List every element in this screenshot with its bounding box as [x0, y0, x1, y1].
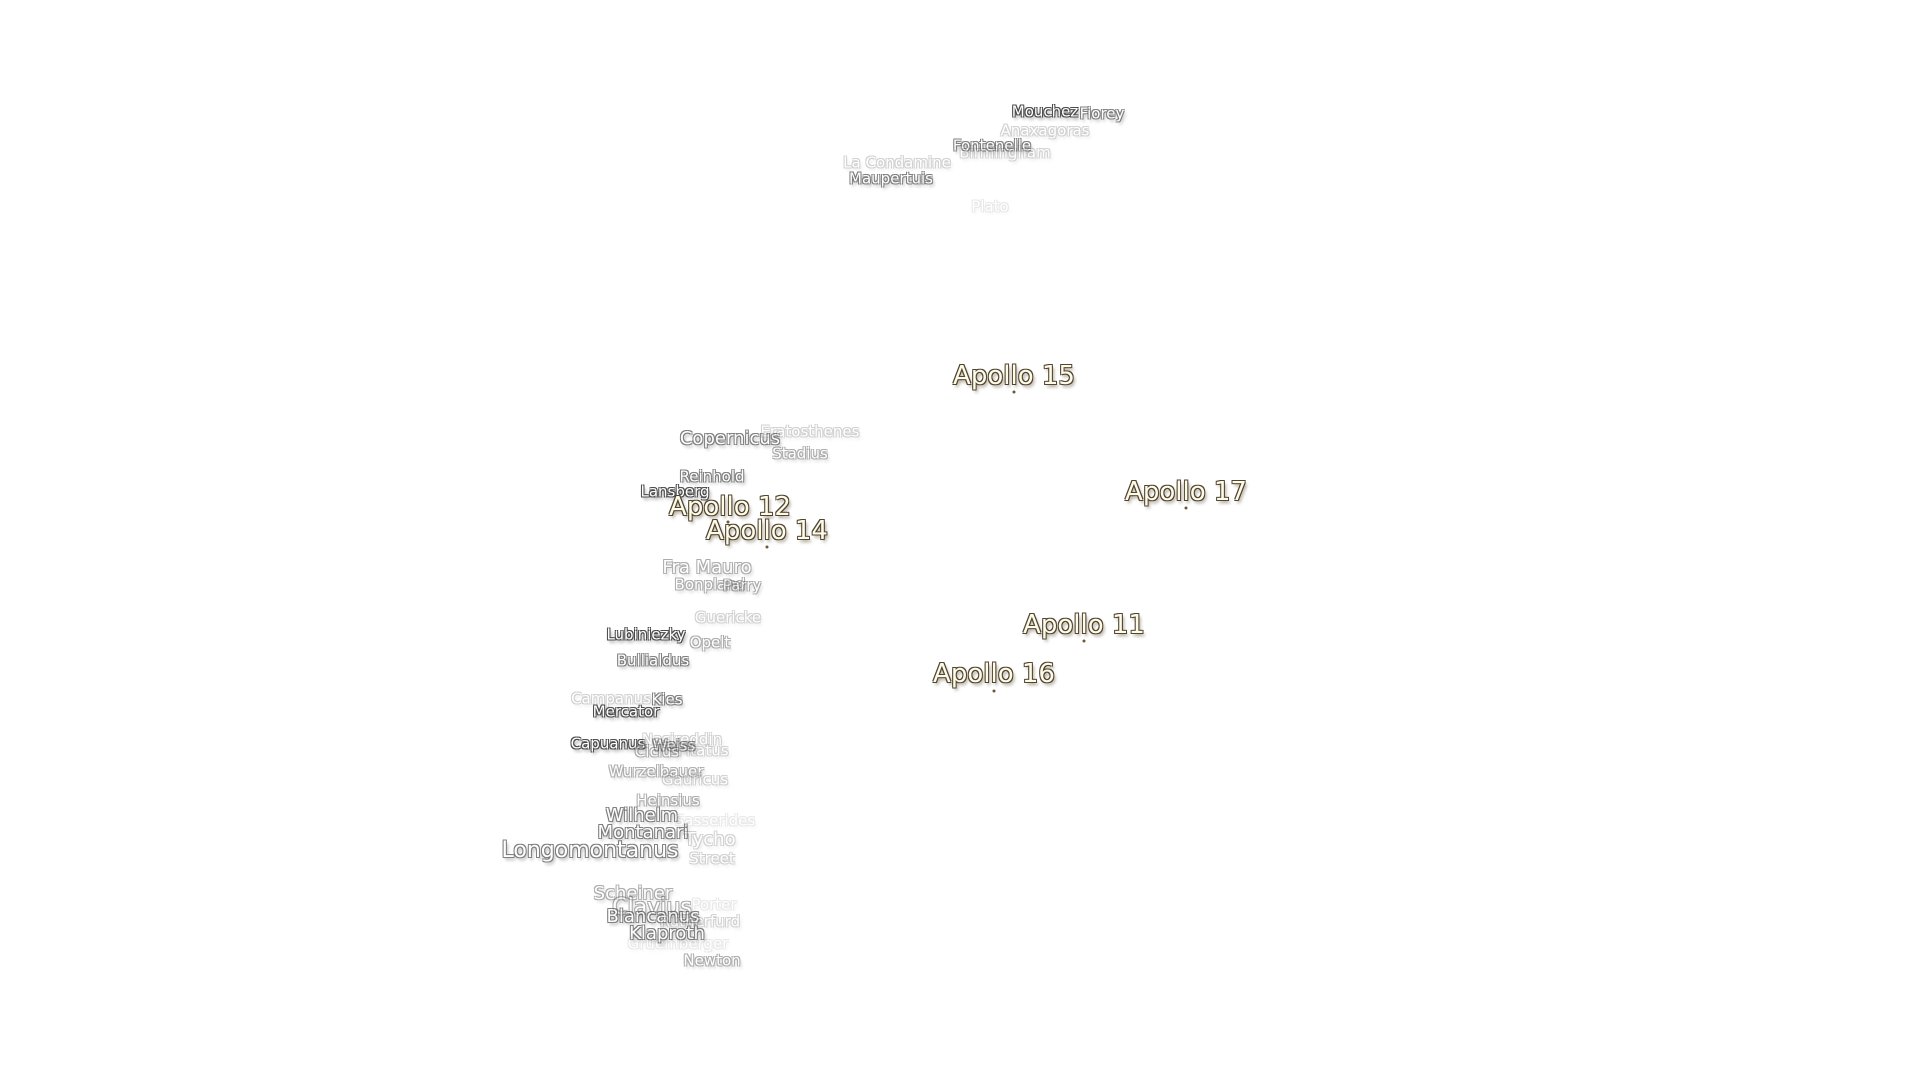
crater-label-stadius: Stadius [772, 444, 828, 463]
crater-label-fra-mauro: Fra Mauro [662, 557, 752, 578]
crater-label-bonpland: Bonpland [674, 575, 746, 594]
crater-label-ciclus: Ciclus [634, 742, 680, 761]
crater-label-kies: Kies [651, 690, 683, 709]
crater-label-montanari: Montanari [597, 822, 689, 843]
crater-label-la-condamine: La Condamine [843, 153, 951, 172]
crater-label-nasireddin: Nasireddin [641, 730, 723, 749]
crater-label-fiorey: Fiorey [1079, 104, 1125, 123]
apollo-15-label[interactable]: Apollo 15 [953, 361, 1075, 391]
crater-label-copernicus: Copernicus [679, 428, 781, 449]
crater-label-scheiner: Scheiner [593, 883, 673, 904]
apollo-16-label[interactable]: Apollo 16 [933, 659, 1055, 689]
crater-label-mercator: Mercator [592, 702, 660, 721]
crater-label-eratosthenes: Eratosthenes [760, 422, 860, 441]
crater-label-lansberg: Lansberg [640, 482, 710, 501]
crater-label-clavius: Clavius [612, 895, 692, 920]
apollo-14-site-marker[interactable] [765, 545, 769, 549]
apollo-15-site-marker[interactable] [1012, 390, 1016, 394]
crater-label-fontenelle: Fontenelle [952, 136, 1032, 155]
apollo-17-label[interactable]: Apollo 17 [1125, 477, 1247, 507]
crater-label-birmingham: Birmingham [959, 143, 1051, 162]
crater-label-newton: Newton [683, 951, 741, 970]
crater-label-sasserides: Sasserides [674, 811, 756, 830]
crater-label-porter: Porter [691, 895, 737, 914]
crater-label-campanus: Campanus [571, 689, 651, 708]
crater-label-mouchez: Mouchez [1011, 102, 1079, 121]
crater-label-capuanus: Capuanus [570, 734, 646, 753]
crater-label-longomontanus: Longomontanus [501, 838, 679, 863]
apollo-17-site-marker[interactable] [1184, 506, 1188, 510]
crater-label-tycho: Tycho [684, 829, 736, 850]
crater-label-reinhold: Reinhold [679, 467, 745, 486]
crater-label-bullialdus: Bullialdus [616, 651, 690, 670]
apollo-16-site-marker[interactable] [992, 689, 996, 693]
crater-label-street: Street [689, 849, 735, 868]
crater-label-rutherfurd: Rutherfurd [659, 912, 741, 931]
crater-label-maupertuis: Maupertuis [849, 169, 933, 188]
crater-label-pitatus: Pitatus [677, 741, 729, 760]
apollo-11-site-marker[interactable] [1082, 639, 1086, 643]
crater-label-gauricus: Gauricus [661, 770, 729, 789]
crater-label-lubiniezky: Lubiniezky [606, 625, 686, 644]
apollo-12-label[interactable]: Apollo 12 [669, 492, 791, 522]
crater-label-klaproth: Klaproth [629, 923, 705, 944]
apollo-12-site-marker[interactable] [726, 520, 730, 524]
crater-label-opelt: Opelt [689, 633, 731, 652]
crater-label-guericke: Guericke [694, 608, 762, 627]
apollo-14-label[interactable]: Apollo 14 [706, 516, 828, 546]
crater-label-plato: Plato [971, 197, 1009, 216]
crater-label-wurzelbauer: Wurzelbauer [608, 762, 704, 781]
crater-label-wilhelm: Wilhelm [605, 805, 679, 826]
crater-label-weiss: Weiss [652, 736, 696, 755]
crater-label-anaxagoras: Anaxagoras [1000, 121, 1090, 140]
crater-label-parry: Parry [722, 576, 762, 595]
crater-label-gruemberger: Gruemberger [627, 934, 729, 953]
crater-label-heinsius: Heinsius [636, 791, 700, 810]
crater-label-blancanus: Blancanus [606, 906, 700, 927]
apollo-11-label[interactable]: Apollo 11 [1023, 610, 1145, 640]
